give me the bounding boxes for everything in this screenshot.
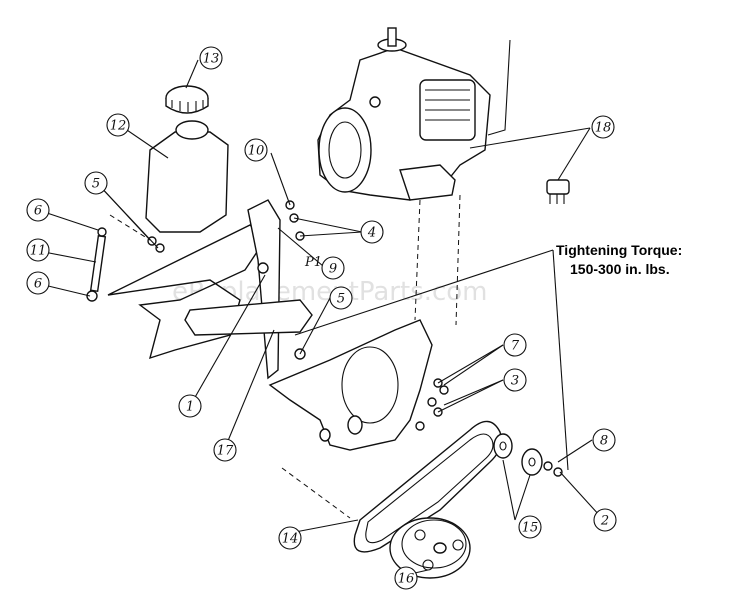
fuel-tank-icon xyxy=(145,120,229,233)
callout-6: 6 xyxy=(26,271,50,295)
callout-number: 4 xyxy=(367,226,376,241)
callout-number: 15 xyxy=(522,521,539,536)
leader-lines xyxy=(43,59,601,576)
callout-15: 15 xyxy=(518,515,542,539)
fuel-cap-icon xyxy=(165,85,209,114)
callout-17: 17 xyxy=(213,438,237,462)
callout-number: 7 xyxy=(511,339,520,354)
callout-number: 1 xyxy=(186,400,194,415)
plate-code: P1 xyxy=(304,255,322,270)
callout-number: 13 xyxy=(203,52,220,67)
torque-label: Tightening Torque: xyxy=(556,242,682,258)
fastener-hardware xyxy=(86,200,563,477)
callout-number: 8 xyxy=(600,434,608,449)
plug-connector-icon xyxy=(546,179,570,204)
callout-9: 9 xyxy=(321,256,345,280)
callout-7: 7 xyxy=(503,333,527,357)
callout-number: 16 xyxy=(398,572,415,587)
callout-8: 8 xyxy=(592,428,616,452)
callout-2: 2 xyxy=(593,508,617,532)
callout-number: 10 xyxy=(248,144,265,159)
callout-13: 13 xyxy=(199,46,223,70)
torque-value: 150-300 in. lbs. xyxy=(570,261,670,277)
callout-10: 10 xyxy=(244,138,268,162)
callout-number: 18 xyxy=(595,121,612,136)
small-pulley-icon xyxy=(493,433,543,476)
callout-14: 14 xyxy=(278,526,302,550)
callout-number: 5 xyxy=(92,177,100,192)
callout-number: 6 xyxy=(34,204,42,219)
callout-18: 18 xyxy=(591,115,615,139)
callout-number: 17 xyxy=(217,444,234,459)
callout-12: 12 xyxy=(106,113,130,137)
frame-bracket-icon xyxy=(107,199,433,451)
callout-5: 5 xyxy=(84,171,108,195)
callout-5: 5 xyxy=(329,286,353,310)
callout-number: 14 xyxy=(282,532,299,547)
callout-number: 3 xyxy=(511,374,519,389)
callout-4: 4 xyxy=(360,220,384,244)
callout-number: 5 xyxy=(337,292,345,307)
engine-icon xyxy=(317,27,511,201)
callout-number: 2 xyxy=(600,514,609,529)
callout-11: 11 xyxy=(26,238,50,262)
callout-3: 3 xyxy=(503,368,527,392)
callout-16: 16 xyxy=(394,566,418,590)
callout-1: 1 xyxy=(178,394,202,418)
callout-number: 6 xyxy=(34,277,42,292)
callout-number: 11 xyxy=(30,244,47,259)
alignment-lines xyxy=(109,194,461,519)
callout-number: 9 xyxy=(329,262,337,277)
pulley-icon xyxy=(389,517,471,579)
callout-number: 12 xyxy=(110,119,127,134)
callout-6: 6 xyxy=(26,198,50,222)
